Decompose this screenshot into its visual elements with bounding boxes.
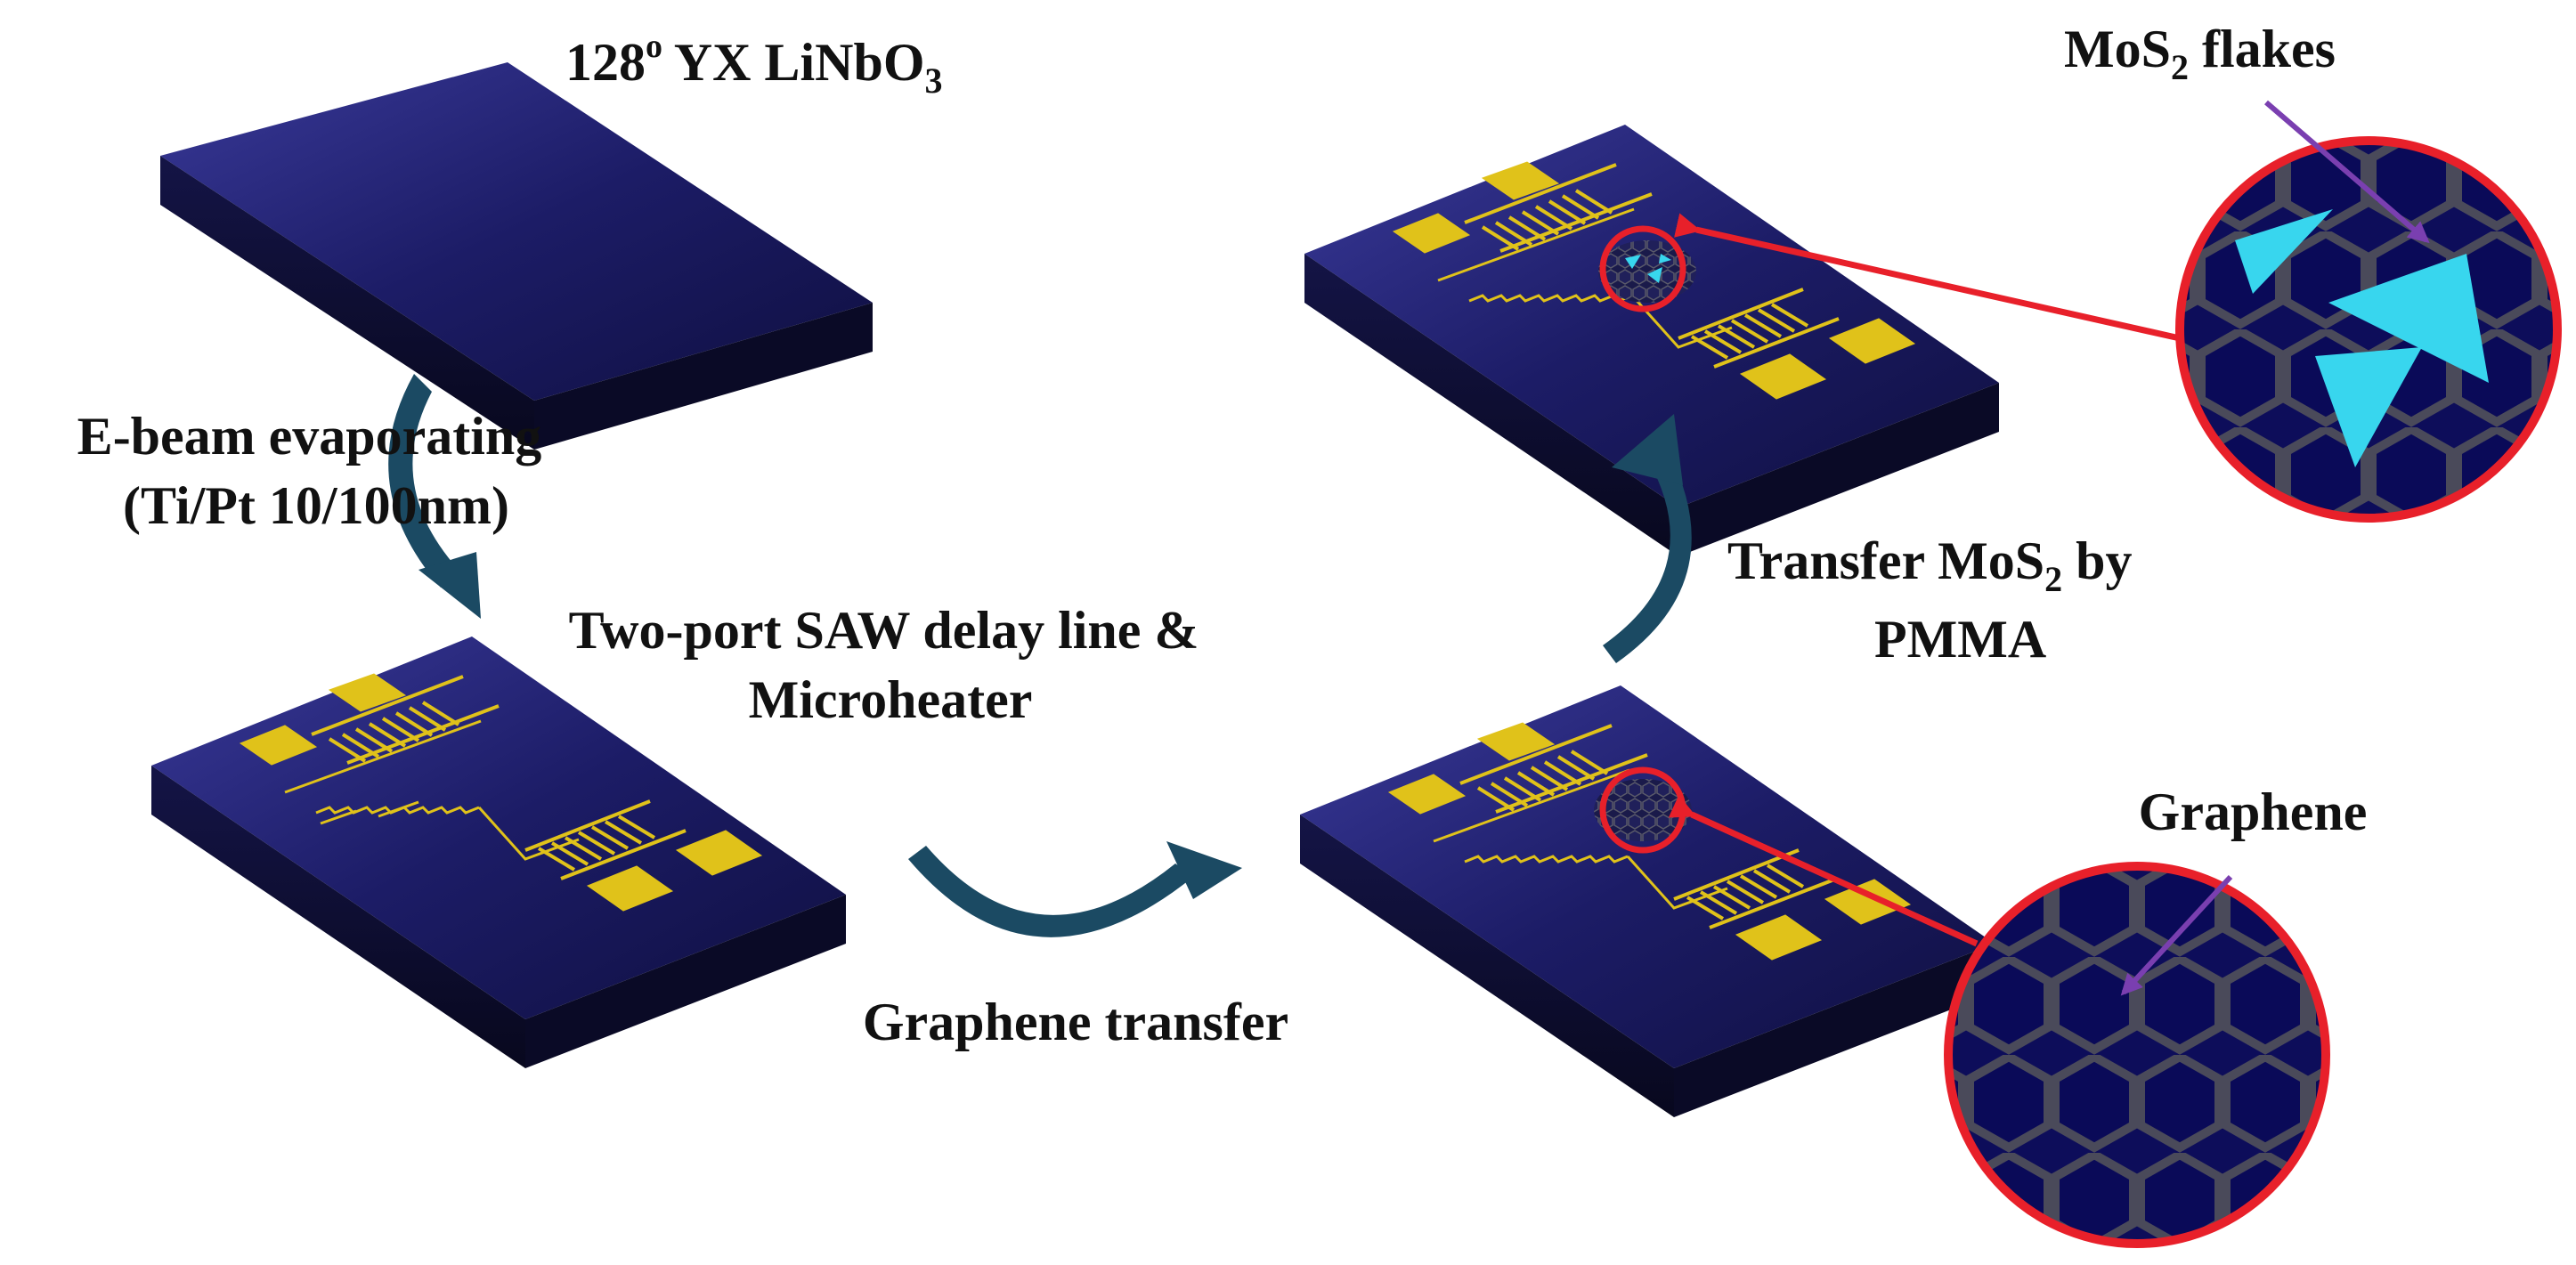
microheater bbox=[284, 719, 580, 861]
graphene-patch bbox=[1598, 240, 1696, 303]
curved-arrow-icon bbox=[1603, 414, 1692, 663]
mos2-transfer-label: Transfer MoS2 by PMMA bbox=[1727, 531, 2145, 669]
highlight-circle bbox=[1599, 225, 1686, 312]
substrate-label: 128o YX LiNbO3 bbox=[565, 28, 943, 101]
idt-left bbox=[311, 675, 500, 765]
triangle-flake-icon bbox=[2235, 209, 2489, 467]
graphene-label: Graphene bbox=[2139, 783, 2368, 841]
mos2-flakes-label: MoS2 flakes bbox=[2064, 20, 2336, 87]
graphene-device-chip bbox=[1300, 685, 1995, 1117]
graphene-zoom-circle bbox=[1944, 862, 2330, 1248]
curved-arrow-icon bbox=[908, 841, 1242, 937]
graphene-patch bbox=[1594, 779, 1692, 841]
pointer-arrow-icon bbox=[2120, 874, 2233, 996]
idt-right bbox=[524, 799, 687, 880]
mos2-device-chip bbox=[1304, 125, 1999, 556]
curved-arrow-icon bbox=[388, 374, 481, 619]
pointer-arrow-icon bbox=[2264, 100, 2430, 244]
bare-substrate bbox=[160, 62, 873, 450]
mos2-small-flakes bbox=[1625, 254, 1671, 283]
ebeam-label: E-beam evaporating (Ti/Pt 10/100nm) bbox=[77, 407, 556, 535]
mos2-connector-line bbox=[1674, 213, 2181, 342]
mos2-zoom-circle bbox=[2175, 136, 2562, 523]
saw-label: Two-port SAW delay line & Microheater bbox=[569, 601, 1213, 729]
graphene-connector-line bbox=[1668, 795, 1979, 947]
graphene-transfer-label: Graphene transfer bbox=[863, 993, 1288, 1051]
saw-device-chip bbox=[151, 637, 846, 1068]
electrode-pattern bbox=[239, 673, 763, 912]
